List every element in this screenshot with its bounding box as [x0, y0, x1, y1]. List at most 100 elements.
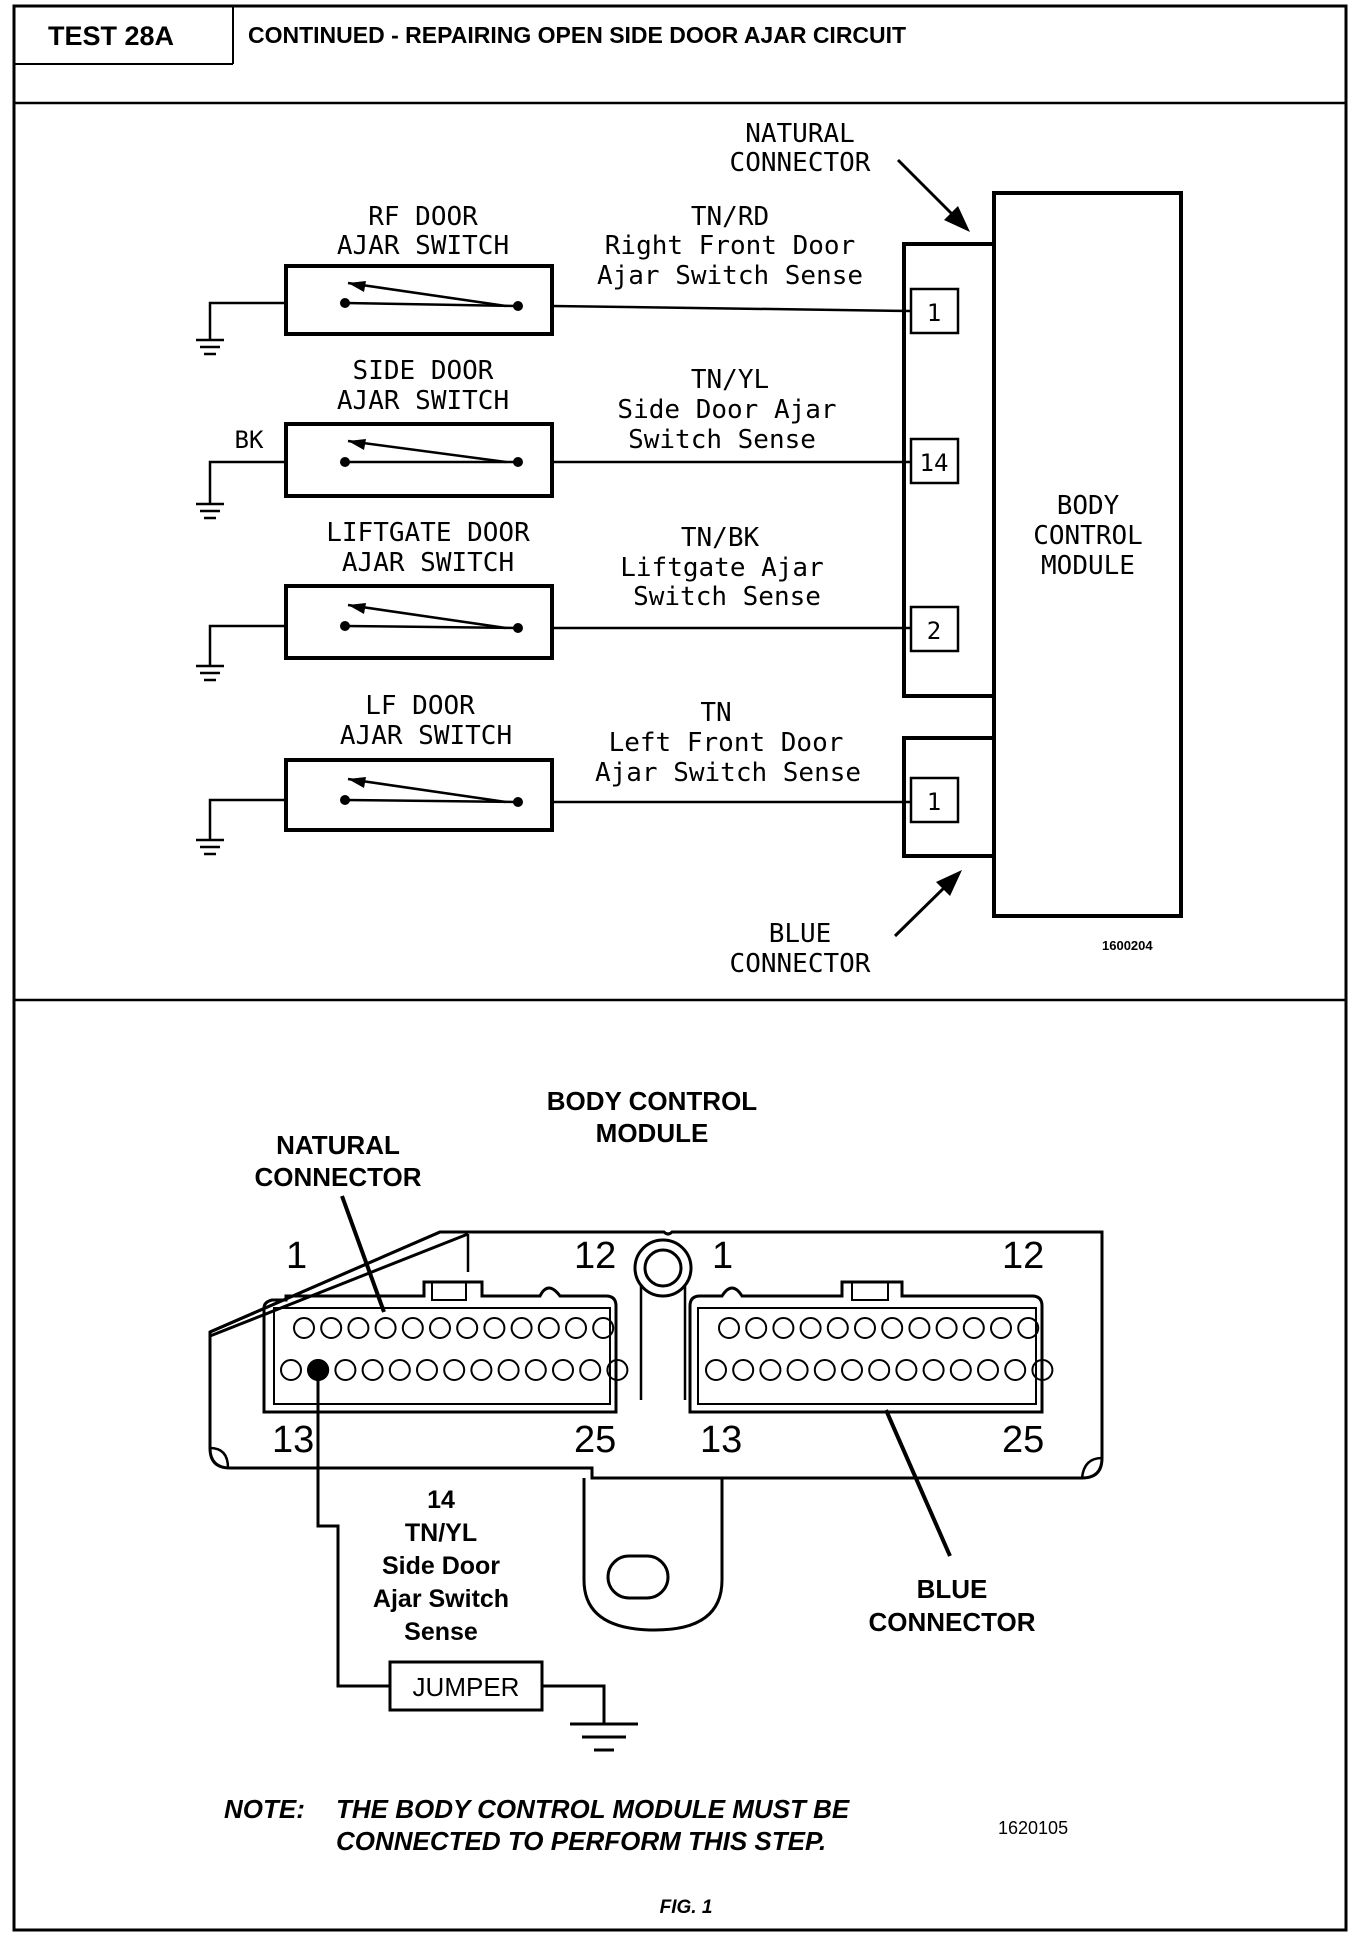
switch-arm-rf	[347, 281, 507, 308]
switch-arm-liftgate	[347, 603, 507, 630]
bcm-title-2: MODULE	[596, 1118, 709, 1148]
switch-arm-lf-head	[348, 777, 366, 788]
blue-callout-leader	[884, 1409, 952, 1557]
housing-slope-inner	[209, 1232, 469, 1338]
blue-pin-22	[949, 1359, 972, 1381]
module-label-3: MODULE	[1041, 551, 1135, 581]
switch-arm-lf	[347, 777, 507, 804]
wire-color-liftgate: TN/BK	[681, 523, 760, 553]
bcm-title-1: BODY CONTROL	[547, 1086, 758, 1116]
pin-callout-desc-3: Sense	[404, 1618, 478, 1646]
pin-14-highlight	[307, 1359, 329, 1381]
natural-pin-22	[524, 1359, 547, 1381]
natural-pin-13-label: 13	[272, 1419, 314, 1461]
blue-pin-5	[826, 1317, 849, 1339]
blue-pin-2	[745, 1317, 768, 1339]
natural-connector-arrowhead	[944, 206, 970, 232]
blue-connector-label-2: CONNECTOR	[730, 949, 871, 979]
natural-pin-8	[483, 1317, 506, 1339]
switch-terminal-liftgate-b	[513, 623, 523, 633]
bcm-housing-outline	[208, 1230, 1104, 1480]
pin-box-lf	[909, 776, 960, 824]
switch-terminal-lf-a	[340, 795, 350, 805]
natural-connector-latch	[431, 1281, 467, 1301]
switch-label-liftgate-1: LIFTGATE DOOR	[326, 518, 530, 548]
natural-pin-5	[401, 1317, 424, 1339]
wire-desc-rf-2: Ajar Switch Sense	[597, 261, 863, 291]
natural-callout-1: NATURAL	[276, 1130, 400, 1160]
module-label-1: BODY	[1057, 491, 1120, 521]
natural-pin-15	[334, 1359, 357, 1381]
natural-pin-1	[293, 1317, 315, 1339]
blue-pin-21	[922, 1359, 945, 1381]
natural-connector-label-1: NATURAL	[745, 119, 855, 149]
natural-connector-face	[273, 1307, 611, 1405]
wire-color-side: TN/YL	[691, 365, 769, 395]
note-prefix: NOTE:	[224, 1794, 305, 1824]
natural-pin-11	[565, 1317, 587, 1339]
ground-symbol-lf	[196, 838, 224, 856]
blue-pin-25-label: 25	[1002, 1419, 1044, 1461]
natural-pin-12-label: 12	[574, 1235, 616, 1277]
blue-pin-9	[935, 1317, 958, 1339]
switch-arm-side-head	[348, 439, 366, 450]
natural-pin-23	[552, 1359, 574, 1381]
jumper-ground-icon	[570, 1722, 638, 1752]
jumper-ground-lead	[542, 1684, 606, 1724]
blue-pin-17	[813, 1359, 836, 1381]
blue-pin-25	[1031, 1359, 1054, 1381]
ground-symbol-side	[196, 502, 224, 520]
switch-contact-liftgate	[344, 624, 519, 630]
natural-pin-17	[388, 1359, 411, 1381]
wire-desc-rf-1: Right Front Door	[605, 231, 855, 261]
switch-label-rf-1: RF DOOR	[368, 202, 478, 232]
pin-number-liftgate: 2	[927, 617, 941, 645]
blue-connector-latch	[851, 1281, 889, 1301]
natural-pin-20	[470, 1359, 493, 1381]
natural-connector-arrow	[896, 158, 960, 222]
natural-pin-2	[320, 1317, 343, 1339]
blue-connector-arrow	[893, 880, 952, 938]
switch-terminal-rf-a	[340, 298, 350, 308]
pin-box-liftgate	[909, 605, 960, 653]
natural-pin-24	[579, 1359, 602, 1381]
blue-pin-13-label: 13	[700, 1419, 742, 1461]
wire-desc-lf-2: Ajar Switch Sense	[595, 758, 861, 788]
switch-terminal-liftgate-a	[340, 621, 350, 631]
natural-pin-13	[280, 1359, 302, 1381]
blue-callout-2: CONNECTOR	[868, 1607, 1035, 1637]
mounting-tab	[582, 1478, 724, 1632]
natural-pin-10	[537, 1317, 560, 1339]
page-frame	[12, 4, 1348, 1932]
jumper-label: JUMPER	[413, 1672, 520, 1702]
natural-pin-9	[510, 1317, 533, 1339]
circuit-rf: RF DOOR AJAR SWITCH TN/RD Right Front Do…	[196, 202, 912, 356]
wire-desc-liftgate-1: Liftgate Ajar	[620, 553, 824, 583]
blue-connector-label-1: BLUE	[769, 919, 832, 949]
circuit-liftgate: LIFTGATE DOOR AJAR SWITCH TN/BK Liftgate…	[196, 518, 911, 682]
housing-corner-right	[1080, 1456, 1103, 1479]
natural-pin-6	[429, 1317, 451, 1339]
switch-terminal-side-a	[340, 457, 350, 467]
mounting-boss	[633, 1238, 693, 1298]
wire-color-lf: TN	[700, 698, 731, 728]
blue-pin-24	[1004, 1359, 1027, 1381]
natural-connector-label-2: CONNECTOR	[730, 148, 871, 178]
blue-pin-1	[718, 1317, 740, 1339]
switch-arm-rf-head	[348, 281, 366, 292]
wire-desc-side-2: Switch Sense	[628, 425, 816, 455]
side-door-ajar-switch	[284, 422, 554, 498]
schematic-figure-id: 1600204	[1102, 938, 1153, 953]
ground-lead-side	[208, 460, 286, 504]
natural-pin-12	[592, 1317, 615, 1339]
pin-callout-desc-1: Side Door	[382, 1552, 500, 1580]
switch-terminal-rf-b	[513, 301, 523, 311]
blue-pin-16	[786, 1359, 809, 1381]
circuit-side: SIDE DOOR AJAR SWITCH TN/YL Side Door Aj…	[196, 356, 911, 520]
natural-callout-leader	[340, 1195, 386, 1313]
body-control-module-box	[992, 191, 1183, 918]
note-line-2: CONNECTED TO PERFORM THIS STEP.	[336, 1826, 826, 1856]
ground-wire-label: BK	[235, 426, 264, 454]
blue-pin-19	[868, 1359, 891, 1381]
